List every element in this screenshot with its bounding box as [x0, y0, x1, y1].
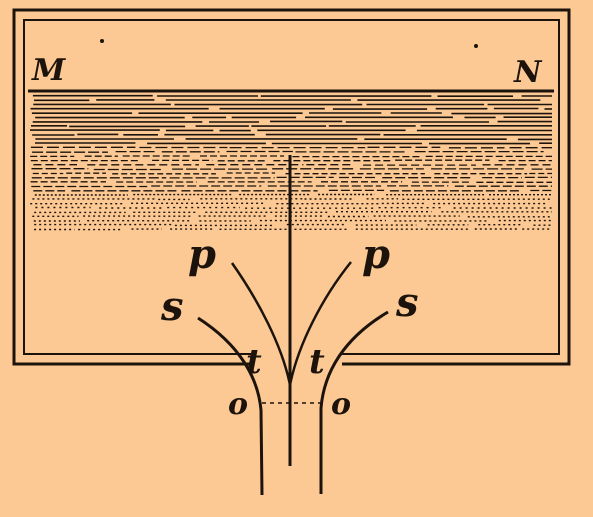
label-s-right: s — [395, 279, 419, 326]
label-s-left: s — [160, 283, 184, 330]
flow-line-p-right — [288, 261, 352, 386]
flow-line-p-left — [230, 262, 292, 386]
label-n: N — [513, 55, 543, 90]
liquid-hatching — [30, 94, 552, 231]
flow-line-s-left — [197, 316, 264, 496]
flow-line-s-right — [319, 310, 389, 494]
speck — [474, 44, 478, 48]
label-m: M — [31, 53, 66, 88]
label-o-right: o — [331, 387, 351, 422]
label-p-right: p — [362, 231, 390, 278]
label-t-right: t — [309, 342, 325, 382]
speck — [100, 39, 104, 43]
label-o-left: o — [228, 387, 248, 422]
label-p-left: p — [188, 231, 216, 278]
label-t-left: t — [246, 342, 262, 382]
